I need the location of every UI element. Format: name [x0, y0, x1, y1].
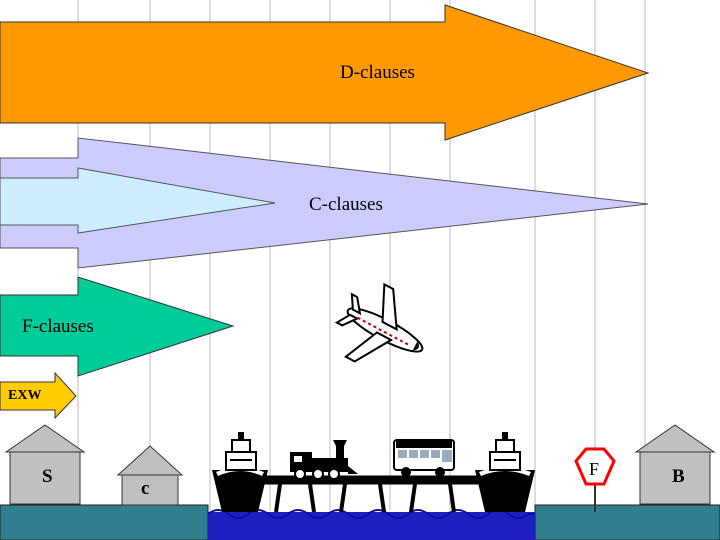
ground-left: [0, 505, 208, 540]
carrier-house: [118, 446, 182, 505]
bus-icon: [394, 440, 454, 477]
airplane-icon: [325, 273, 441, 387]
seller-house: [6, 425, 84, 504]
ship-icon: [212, 432, 268, 512]
carrier-label: c: [141, 478, 149, 500]
border-sign-label: F: [589, 459, 599, 480]
ground-right: [535, 505, 720, 540]
c-clauses-label: C-clauses: [309, 194, 383, 216]
pier-icon: [265, 476, 485, 512]
exw-label: EXW: [8, 388, 41, 404]
f-clauses-label: F-clauses: [22, 316, 94, 338]
d-clauses-arrow: [0, 5, 648, 140]
buyer-house: [636, 425, 714, 504]
ship-icon-right: [475, 432, 535, 512]
d-clauses-label: D-clauses: [340, 62, 415, 84]
buyer-label: B: [672, 466, 685, 488]
seller-label: S: [42, 466, 53, 488]
locomotive-icon: [290, 440, 358, 479]
